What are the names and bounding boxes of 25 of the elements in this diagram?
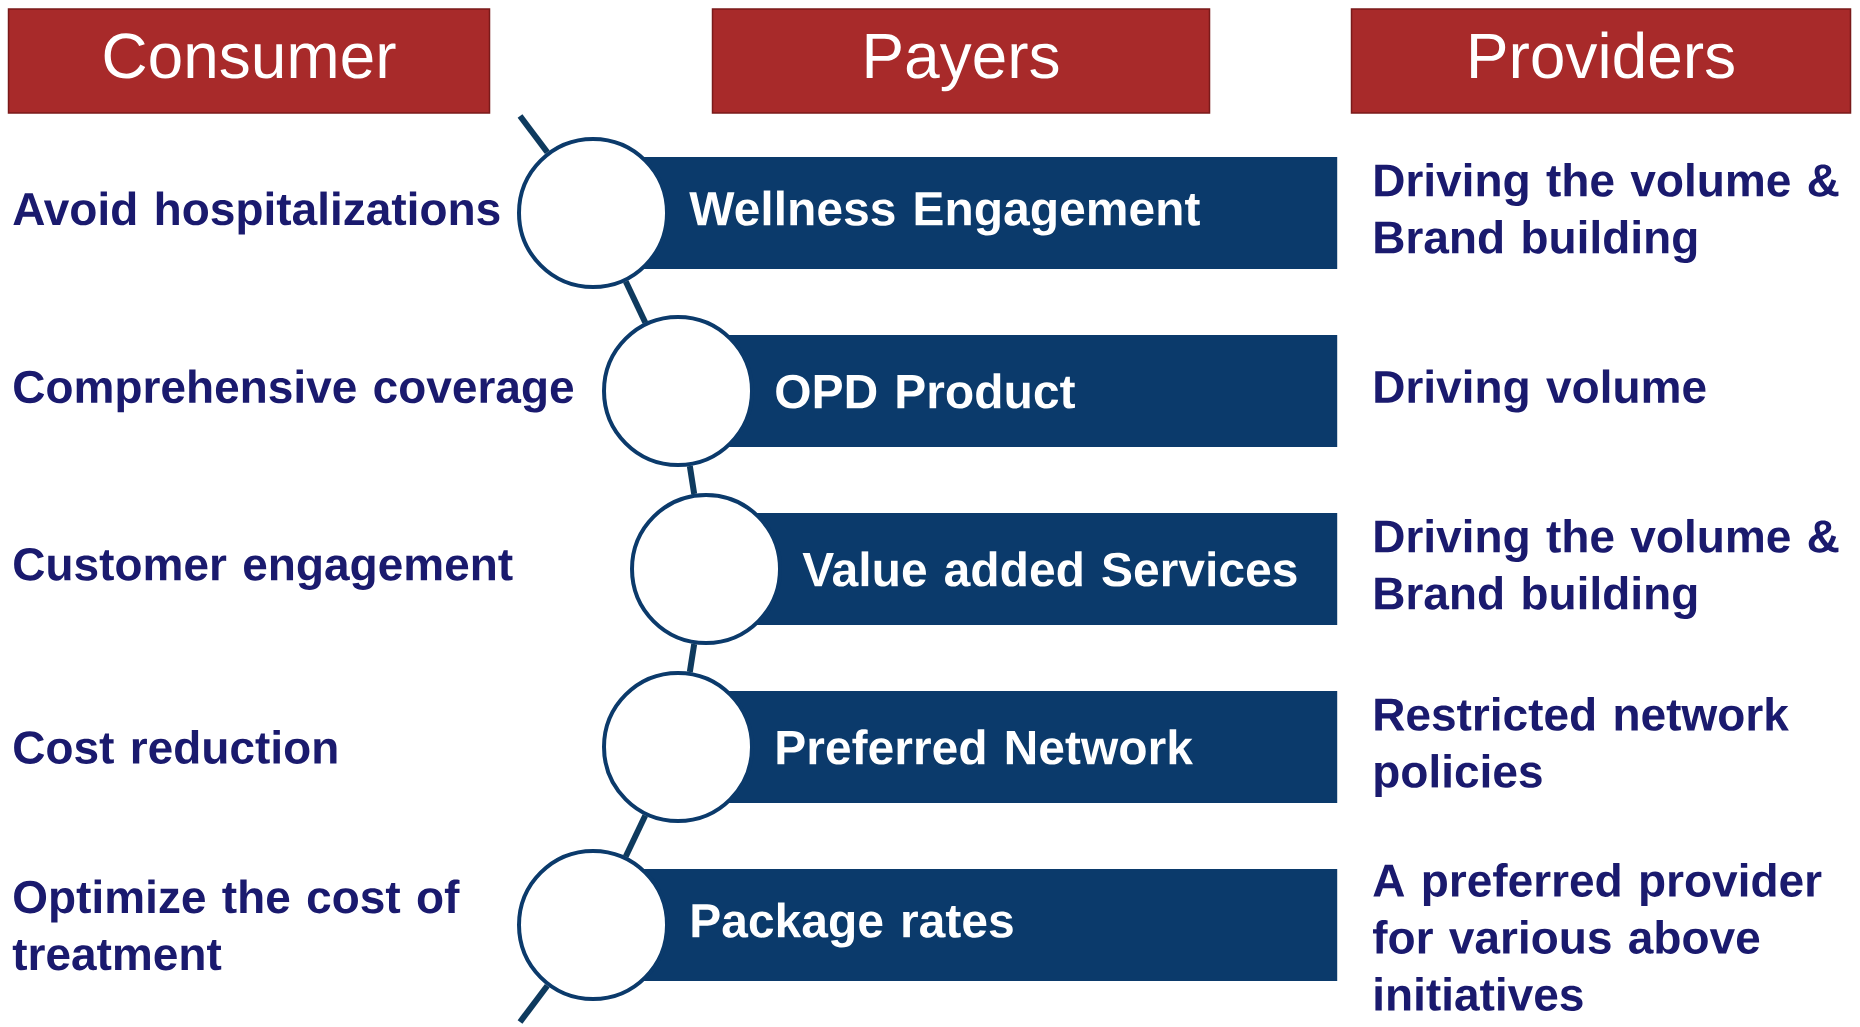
row-label: Restricted network policies — [1375, 697, 1789, 797]
row-label: Comprehensive coverage — [14, 369, 574, 413]
bar-box: Value added Services — [754, 513, 1338, 625]
row-label: Driving volume — [1375, 369, 1706, 413]
row-label: Customer engagement — [14, 548, 513, 590]
bar-box: Wellness Engagement — [641, 157, 1338, 269]
header-box: Providers — [1350, 8, 1852, 114]
connector-line — [517, 114, 550, 155]
circle — [517, 849, 669, 1001]
connector-line — [686, 465, 698, 495]
connector-line — [517, 983, 550, 1024]
header-box: Consumer — [7, 8, 491, 114]
row-label: Avoid hospitalizations — [13, 191, 500, 235]
row-label: Cost reduction — [14, 730, 337, 764]
row-label: Driving the volume & Brand building — [1375, 518, 1839, 620]
header-box: Payers — [711, 8, 1211, 114]
bar-box: OPD Product — [726, 335, 1338, 447]
row-label: Optimize the cost of treatment — [12, 879, 460, 971]
bar-box: Package rates — [641, 869, 1338, 981]
connector-line — [686, 643, 698, 673]
connector-line — [623, 814, 648, 858]
row-label: Driving the volume & Brand building — [1375, 162, 1839, 264]
row-label: A preferred provider for various above initiatives — [1373, 863, 1822, 1011]
connector-line — [623, 280, 648, 324]
bar-box: Preferred Network — [726, 691, 1338, 803]
